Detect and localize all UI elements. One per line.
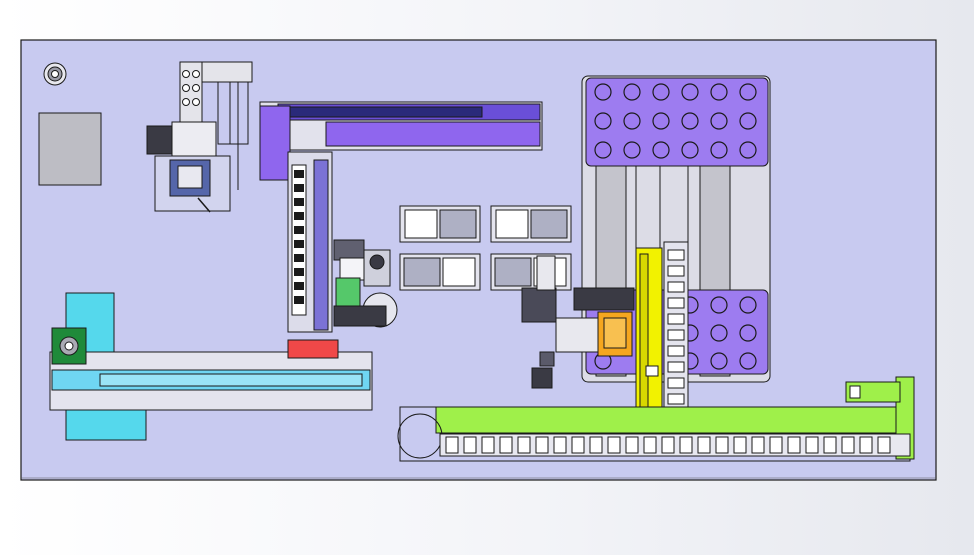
sample-plate: [490, 253, 572, 291]
vertical-lift-module: [146, 61, 253, 213]
vertical-drag-chain: [287, 151, 333, 333]
motor-stack: [521, 255, 635, 389]
mounting-hole: [43, 62, 67, 86]
horizontal-drag-chain: [439, 433, 911, 457]
sample-plate: [490, 205, 572, 243]
purple-linear-actuator: [259, 101, 543, 181]
gripper-assembly: [333, 239, 398, 328]
vertical-drag-chain-right: [663, 241, 689, 433]
yellow-z-axis: [635, 247, 663, 431]
cyan-linear-module: [49, 292, 373, 441]
sample-plate: [399, 205, 481, 243]
grey-panel: [38, 112, 102, 186]
sample-plate: [399, 253, 481, 291]
red-carriage: [287, 339, 339, 359]
green-gantry-x-axis: [397, 376, 915, 462]
orange-gripper: [597, 311, 633, 357]
purple-tray-top: [585, 77, 769, 167]
